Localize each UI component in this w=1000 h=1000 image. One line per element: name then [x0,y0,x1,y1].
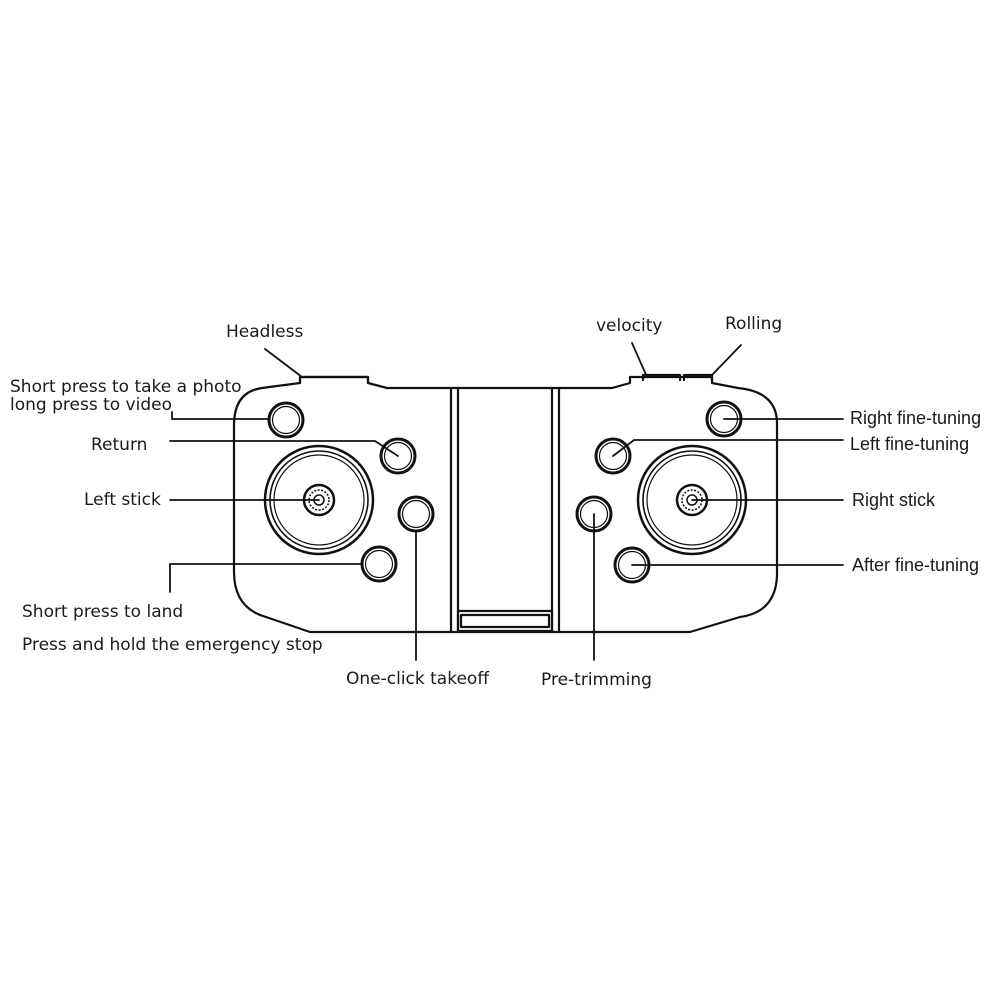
return-button-icon [379,437,417,475]
photo-button-icon [267,401,305,439]
leader-land [169,563,363,593]
label-land-line1: Short press to land [22,602,184,622]
shoulder-right-b [682,373,714,382]
label-land-line2: Press and hold the emergency stop [22,635,323,655]
leader-photo [171,411,271,420]
label-left-stick: Left stick [84,490,161,510]
leader-velocity [631,342,648,378]
label-right-fine-tuning: Right fine-tuning [850,408,982,428]
phone-slot [449,386,561,634]
controller-body [232,375,779,634]
left-fine-tuning-button-icon [594,437,632,475]
leader-rolling [709,344,742,378]
takeoff-button-icon [397,495,435,533]
label-return: Return [91,435,148,455]
leader-headless [264,348,303,378]
label-one-click-takeoff: One-click takeoff [346,669,490,689]
label-left-fine-tuning: Left fine-tuning [850,434,970,454]
label-after-fine-tuning: After fine-tuning [852,555,980,575]
shoulder-right-a [641,373,682,382]
label-photo-line2: long press to video [10,395,172,415]
leader-left-fine-tuning [612,439,844,457]
shoulder-left [298,375,370,385]
slot-bottom-bar [456,609,554,633]
label-headless: Headless [226,322,304,342]
leader-return [169,440,399,457]
label-pre-trimming: Pre-trimming [541,670,652,690]
land-button-icon [360,545,398,583]
label-photo-line1: Short press to take a photo [10,377,242,397]
label-right-stick: Right stick [852,490,936,510]
left-stick-icon [263,444,375,556]
label-rolling: Rolling [725,314,783,334]
label-velocity: velocity [596,316,663,336]
